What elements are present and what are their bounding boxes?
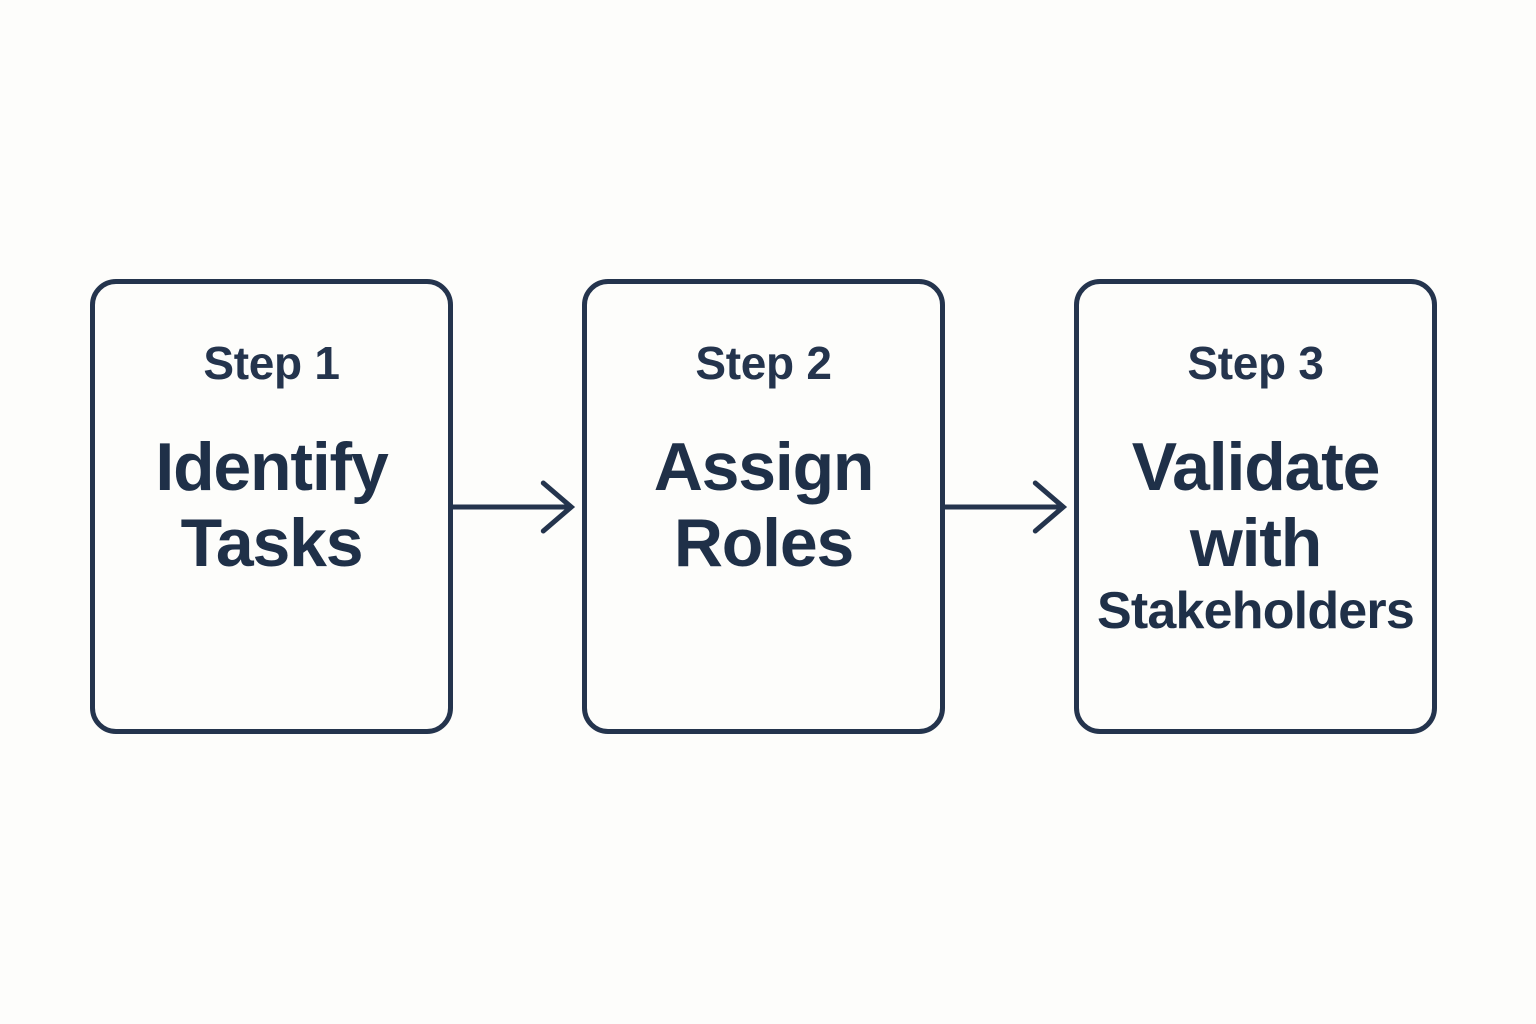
step-label-3: Step 3	[1187, 337, 1324, 389]
step-title-3: Validate with Stakeholders	[1079, 429, 1432, 641]
step-label-1: Step 1	[203, 337, 340, 389]
step-title-1-line-2: Tasks	[180, 505, 364, 582]
arrow-right-icon	[453, 472, 582, 542]
step-box-3[interactable]: Step 3 Validate with Stakeholders	[1074, 279, 1437, 734]
step-title-1-line-1: Identify	[155, 429, 388, 506]
step-title-2-line-1: Assign	[653, 429, 875, 506]
process-flow: Step 1 Identify Tasks Step 2 Assign Role…	[90, 279, 1437, 734]
step-box-2[interactable]: Step 2 Assign Roles	[582, 279, 945, 734]
step-box-1[interactable]: Step 1 Identify Tasks	[90, 279, 453, 734]
connector-1-to-2	[453, 279, 582, 734]
step-title-2-line-2: Roles	[673, 505, 854, 582]
arrow-right-icon	[945, 472, 1074, 542]
step-label-2: Step 2	[695, 337, 832, 389]
step-title-1: Identify Tasks	[141, 429, 401, 581]
step-title-3-line-1: Validate with	[1131, 429, 1381, 582]
step-title-3-line-2: Stakeholders	[1097, 581, 1415, 640]
connector-2-to-3	[945, 279, 1074, 734]
step-title-2: Assign Roles	[640, 429, 888, 581]
